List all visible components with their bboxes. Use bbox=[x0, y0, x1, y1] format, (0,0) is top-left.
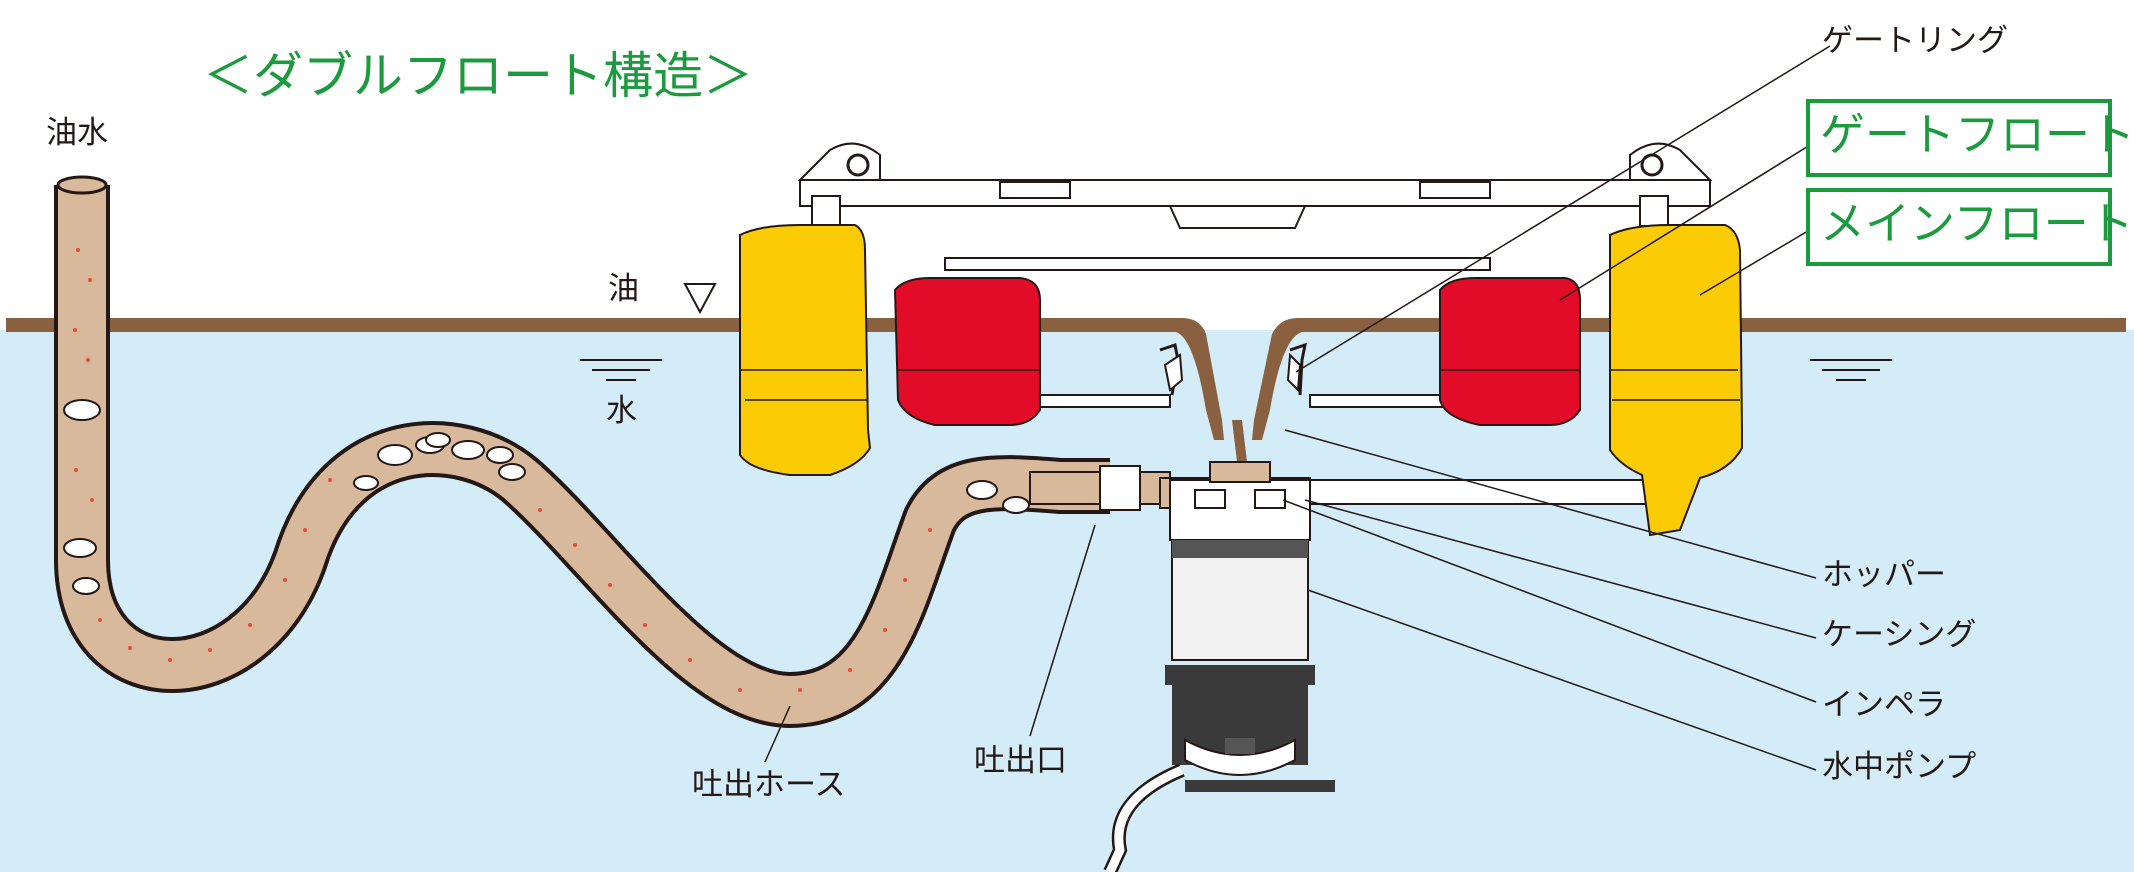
hopper-label: ホッパー bbox=[1822, 557, 1946, 593]
impeller-label: インペラ bbox=[1822, 687, 1946, 723]
discharge-hose-label: 吐出ホース bbox=[692, 767, 846, 803]
leader-lines bbox=[764, 45, 1831, 771]
discharge-hose bbox=[58, 185, 1110, 724]
page-title: ＜ダブルフロート構造＞ bbox=[203, 47, 753, 105]
hopper bbox=[1226, 420, 1260, 470]
water-body bbox=[0, 330, 2134, 872]
impeller bbox=[1194, 489, 1226, 509]
water-level-marker-icon bbox=[580, 359, 662, 381]
gate-ring-label: ゲートリング bbox=[1822, 23, 2008, 59]
main-float-right bbox=[1609, 224, 1743, 537]
oil-level-marker-icon bbox=[683, 283, 717, 315]
gate-float-left bbox=[893, 277, 1041, 426]
gate-float-label: ゲートフロート bbox=[1806, 99, 2134, 177]
main-float-label: メインフロート bbox=[1806, 188, 2134, 266]
gate-float-right bbox=[1439, 277, 1581, 426]
oil-layer-right bbox=[1252, 318, 2126, 440]
oil-droplets bbox=[73, 248, 1082, 692]
frame-beam bbox=[799, 179, 1711, 207]
main-float-left bbox=[739, 224, 872, 476]
discharge-port-label: 吐出口 bbox=[974, 743, 1067, 779]
oil-bubbles-icon bbox=[63, 399, 1030, 595]
oil-layer bbox=[6, 318, 1224, 440]
oil-label: 油 bbox=[608, 271, 639, 307]
submersible-pump-label: 水中ポンプ bbox=[1822, 749, 1977, 785]
oil-water-label: 油水 bbox=[46, 115, 108, 151]
gate-ring bbox=[1163, 353, 1184, 392]
pump-casing bbox=[1169, 479, 1311, 541]
water-label: 水 bbox=[606, 393, 637, 429]
casing-label: ケーシング bbox=[1822, 617, 1977, 653]
submersible-pump bbox=[1171, 539, 1309, 661]
water-level-marker-right-icon bbox=[1810, 359, 1892, 381]
